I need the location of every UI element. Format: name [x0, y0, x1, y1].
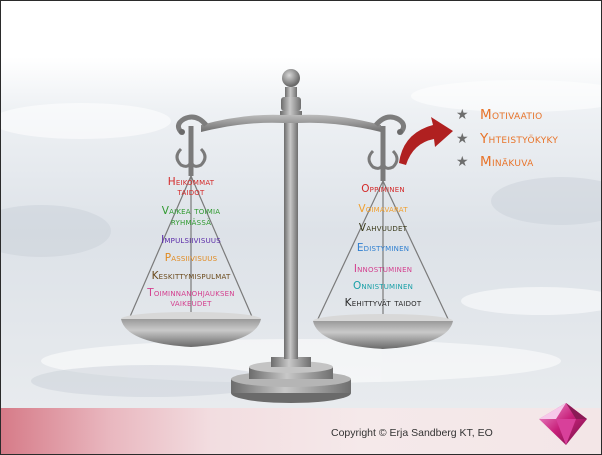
label-heikommat: Heikommat: [167, 176, 215, 188]
label-vaikeudet: vaikeudet: [170, 297, 212, 309]
label-onnistuminen: Onnistuminen: [352, 280, 414, 292]
bullet-yhteistyokyky: ★ Yhteistyökyky: [456, 131, 558, 147]
label-impulsiivisuus: Impulsiivisuus: [161, 234, 221, 246]
star-icon: ★: [456, 131, 469, 147]
label-vahvuudet: Vahvuudet: [358, 222, 408, 234]
scale-beam: [176, 114, 406, 135]
label-kehittyvat-taidot: Kehittyvät taidot: [344, 297, 422, 309]
star-icon: ★: [456, 154, 469, 170]
label-edistyminen: Edistyminen: [356, 242, 410, 254]
red-arrow-icon: [399, 117, 453, 165]
bullet-minakuva: ★ Minäkuva: [456, 154, 534, 170]
bullet-label: Yhteistyökyky: [480, 131, 559, 147]
label-vaikea-toimia: Vaikea toimia: [161, 205, 221, 217]
footer-bar: [1, 408, 601, 454]
copyright-text: Copyright © Erja Sandberg KT, EO: [331, 427, 493, 439]
label-toiminnanohjauksen: Toiminnanohjauksen: [147, 287, 235, 299]
bullet-label: Motivaatio: [480, 107, 543, 123]
label-taidot: taidot: [177, 186, 205, 198]
label-passiivisuus: Passiivisuus: [164, 252, 218, 264]
label-voimavarat: Voimavarat: [358, 203, 408, 215]
right-hanger: [316, 126, 450, 323]
label-keskittymispulmat: Keskittymispulmat: [151, 270, 231, 282]
bullet-label: Minäkuva: [480, 154, 534, 170]
label-oppiminen: Oppiminen: [361, 183, 405, 195]
label-innostuminen: Innostuminen: [353, 263, 413, 275]
label-ryhmassa: ryhmässä: [170, 216, 212, 228]
scale-base: [231, 357, 351, 403]
left-hanger: [128, 126, 254, 321]
left-pan: [121, 312, 261, 347]
star-icon: ★: [456, 107, 469, 123]
right-pan: [313, 314, 453, 349]
bullet-motivaatio: ★ Motivaatio: [456, 107, 543, 123]
